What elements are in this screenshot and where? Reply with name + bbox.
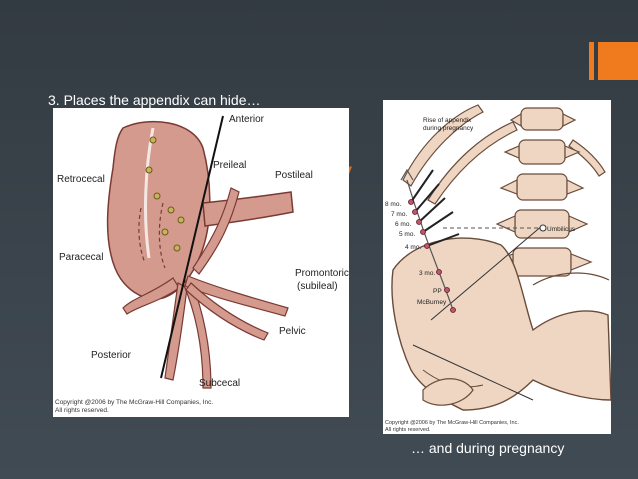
slide-heading: 3. Places the appendix can hide…	[48, 92, 261, 108]
label-subileal: (subileal)	[297, 281, 338, 292]
label-rise-title-2: during pregnancy	[423, 125, 474, 132]
copyright-line-1: Copyright @2006 by The McGraw-Hill Compa…	[55, 399, 213, 406]
label-retrocecal: Retrocecal	[57, 174, 105, 185]
label-postpartum: PP	[433, 288, 442, 295]
appendix-positions-figure: Anterior Retrocecal Preileal Postileal P…	[53, 108, 349, 417]
label-postileal: Postileal	[275, 170, 313, 181]
pregnancy-appendix-figure: Rise of appendix during pregnancy 8 mo. …	[383, 100, 611, 434]
label-3-months: 3 mo.	[419, 270, 435, 277]
label-rise-title-1: Rise of appendix	[423, 117, 472, 124]
label-7-months: 7 mo.	[391, 211, 407, 218]
label-anterior: Anterior	[229, 114, 265, 125]
pelvis-shape	[391, 237, 611, 411]
label-subcecal: Subcecal	[199, 378, 240, 389]
ileum-shape	[202, 191, 294, 227]
label-paracecal: Paracecal	[59, 252, 103, 263]
label-posterior: Posterior	[91, 350, 132, 361]
label-5-months: 5 mo.	[399, 231, 415, 238]
label-mcburney: McBurney	[417, 299, 447, 306]
cecum-shape	[106, 120, 211, 300]
label-8-months: 8 mo.	[385, 201, 401, 208]
appendix-positions-illustration: Anterior Retrocecal Preileal Postileal P…	[55, 114, 349, 414]
accent-bar-thin	[589, 42, 594, 80]
label-4-months: 4 mo.	[405, 244, 421, 251]
copyright-line-2: All rights reserved.	[55, 407, 109, 414]
copyright-line-2: All rights reserved.	[385, 427, 431, 433]
pregnancy-appendix-illustration: Rise of appendix during pregnancy 8 mo. …	[385, 104, 611, 433]
label-pelvic: Pelvic	[279, 326, 306, 337]
copyright-line-1: Copyright @2006 by The McGraw-Hill Compa…	[385, 420, 519, 426]
label-umbilicus: Umbilicus	[547, 226, 576, 233]
label-promontoric: Promontoric	[295, 268, 349, 279]
pregnancy-caption: … and during pregnancy	[411, 440, 565, 456]
label-preileal: Preileal	[213, 160, 246, 171]
label-6-months: 6 mo.	[395, 221, 411, 228]
accent-bar-thick	[598, 42, 638, 80]
